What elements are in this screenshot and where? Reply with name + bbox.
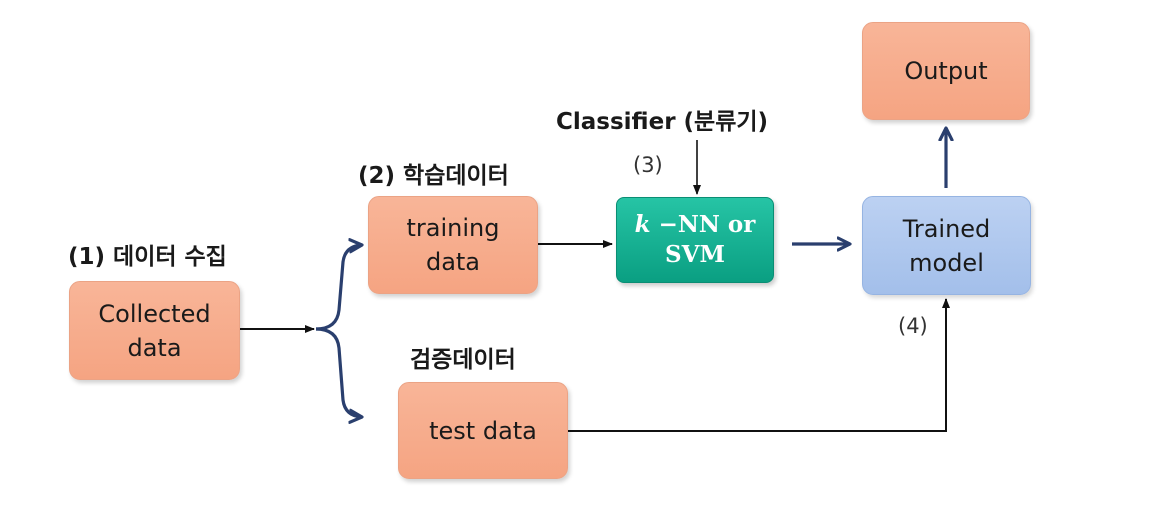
classifier-line2: SVM — [665, 241, 725, 268]
trained-model-line2: model — [909, 248, 984, 277]
label-test-set: 검증데이터 — [410, 347, 516, 373]
output-label: Output — [904, 57, 988, 85]
collected-data-line2: data — [127, 333, 182, 362]
classifier-box: k −NN or SVM — [616, 197, 774, 283]
test-data-label: test data — [429, 416, 537, 445]
trained-model-box: Trained model — [862, 196, 1031, 295]
trained-model-line1: Trained — [902, 214, 991, 243]
classifier-k: k — [634, 211, 651, 238]
split-brace-lower — [315, 327, 362, 417]
collected-data-line1: Collected — [98, 299, 211, 328]
arrow-test-to-trained — [568, 298, 950, 432]
training-data-line2: data — [425, 248, 481, 276]
collected-data-box: Collected data — [69, 281, 240, 380]
label-train-set: (2) 학습데이터 — [358, 163, 509, 189]
step-3: (3) — [633, 153, 663, 177]
label-classifier: Classifier (분류기) — [556, 109, 769, 135]
classifier-line1: k −NN or — [635, 210, 756, 240]
training-data-box: training data — [368, 196, 538, 294]
step-4: (4) — [898, 314, 928, 338]
label-collect: (1) 데이터 수집 — [68, 244, 227, 270]
classifier-knn-or: −NN or — [650, 211, 756, 238]
training-data-line1: training — [406, 214, 500, 242]
split-brace-upper — [315, 245, 362, 331]
test-data-box: test data — [398, 382, 568, 479]
output-box: Output — [862, 22, 1030, 120]
